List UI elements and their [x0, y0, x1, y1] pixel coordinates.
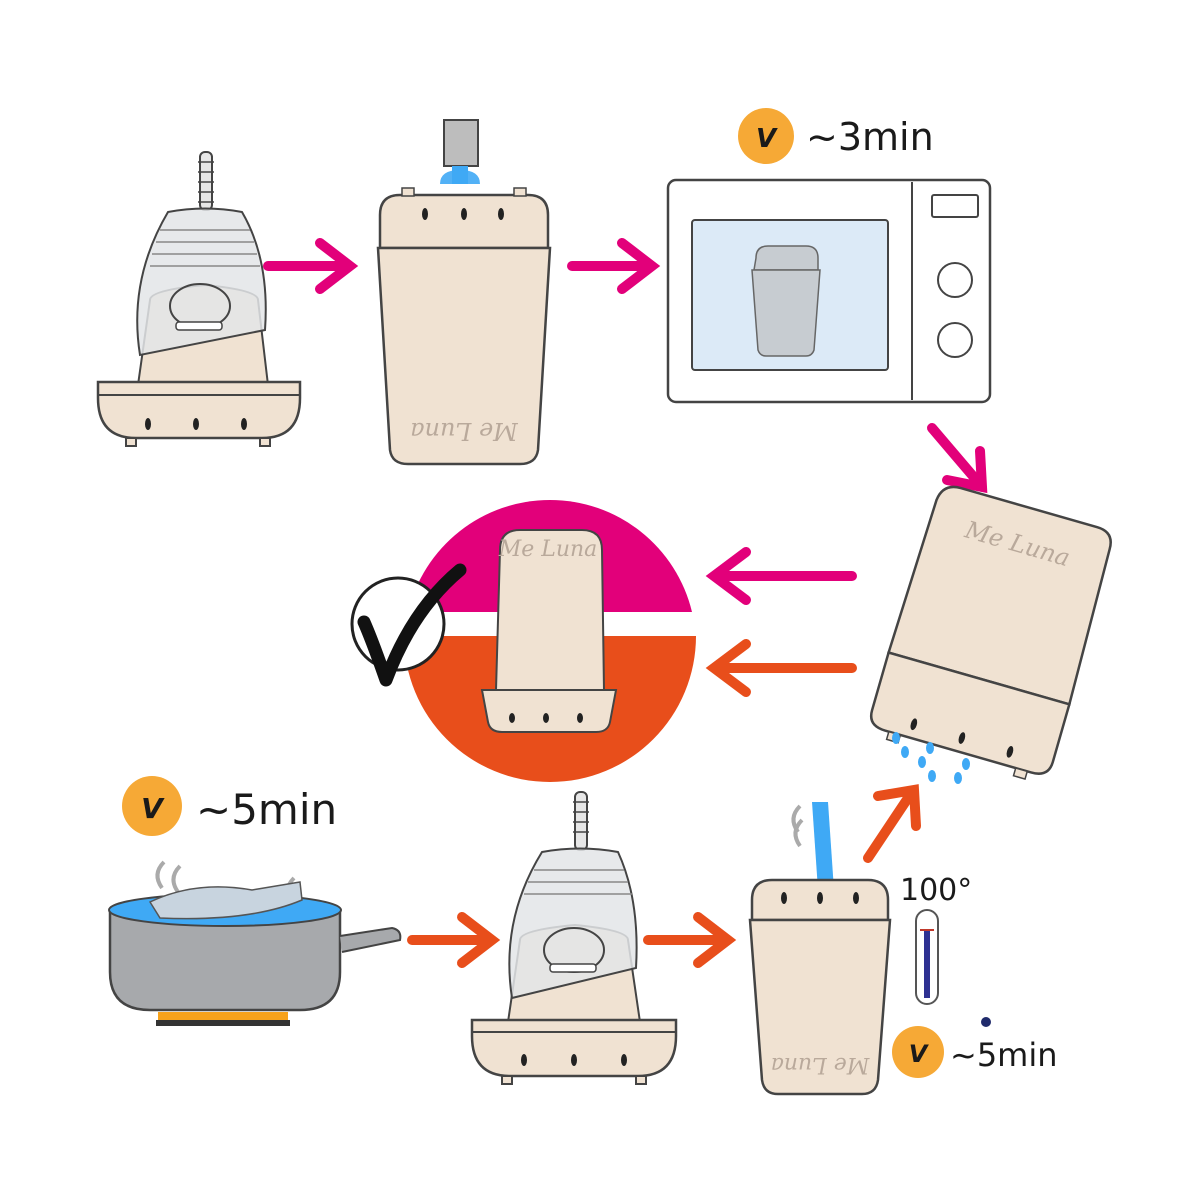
- water-drops: [892, 732, 970, 784]
- clock-icon: [122, 776, 182, 836]
- case-under-tap-step2: Me Luna: [376, 119, 552, 466]
- clock-icon: [892, 1026, 944, 1078]
- steam-timer: V ~5min: [892, 1026, 1058, 1078]
- arrow-pot-to-cup: [407, 912, 501, 968]
- arrow-step2-to-microwave: [567, 238, 661, 294]
- tilted-case-draining: Me Luna: [869, 485, 1112, 780]
- pot-timer: V ~5min: [122, 776, 337, 836]
- svg-text:~5min: ~5min: [950, 1036, 1058, 1074]
- boiling-pot: [108, 860, 402, 1026]
- cup-on-stand-bottom: [470, 791, 678, 1085]
- svg-text:Me Luna: Me Luna: [498, 537, 598, 562]
- microwave-timer: V ~3min: [738, 108, 934, 164]
- svg-text:Me Luna: Me Luna: [771, 1052, 871, 1077]
- svg-text:V: V: [909, 1040, 930, 1068]
- result-circle: Me Luna: [404, 499, 696, 782]
- svg-text:V: V: [141, 792, 165, 825]
- temperature-label: 100°: [900, 873, 972, 908]
- arrow-microwave-to-tilted-case: [927, 423, 988, 494]
- svg-text:~5min: ~5min: [196, 785, 337, 834]
- arrow-case-to-tilted: [863, 784, 921, 863]
- brand-logo: Me Luna: [410, 417, 519, 445]
- arrow-to-result-orange: [705, 639, 857, 697]
- cup-on-stand-step1: [96, 151, 302, 447]
- microwave-step3: [666, 178, 992, 404]
- checkmark-icon: [350, 563, 467, 687]
- svg-text:~3min: ~3min: [806, 115, 934, 159]
- arrow-cup-to-case: [643, 912, 737, 968]
- dot: [981, 1017, 991, 1027]
- thermometer-icon: [915, 909, 939, 1005]
- arrow-step1-to-step2: [263, 238, 359, 294]
- clock-icon: [738, 108, 794, 164]
- flame-icon: [158, 1012, 288, 1020]
- case-hot-water: Me Luna: [748, 802, 892, 1096]
- arrow-to-result-pink: [705, 547, 857, 605]
- svg-text:V: V: [756, 124, 778, 154]
